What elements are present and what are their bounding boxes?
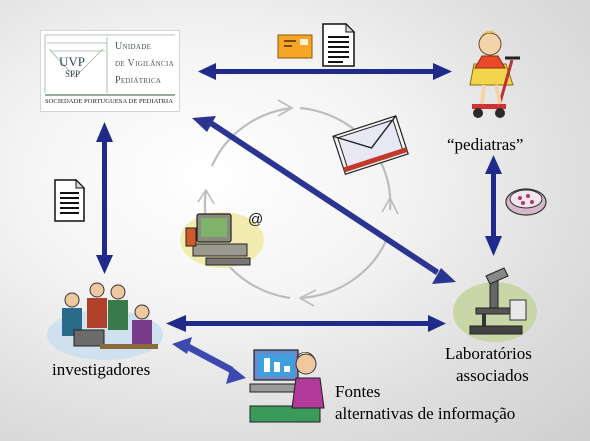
logo-sub-acronym: SPP [65,69,81,79]
envelope-icon [277,34,313,59]
computer-email-icon: @ [180,211,264,268]
arrow-logo-labs [192,116,456,284]
svg-text:@: @ [248,211,263,228]
arrow-logo-investigadores [96,122,113,274]
logo-society: SOCIEDADE PORTUGUESA DE PEDIATRIA [45,98,174,105]
label-laboratorios-line2: associados [456,366,529,385]
document-icon-left [54,178,86,222]
cycle-arrows [197,99,399,307]
logo-name-line3: Pediátrica [115,75,162,86]
microscope-icon [453,267,537,342]
arrow-pediatras-labs [485,155,502,256]
logo-name-line1: Unidade [115,41,152,52]
label-laboratorios-line1: Laboratórios [445,344,532,363]
logo-art [44,34,175,96]
label-fontes-line2: alternativas de informação [335,404,516,423]
uvp-logo: UVP SPP Unidade de Vigilância Pediátrica… [40,30,180,112]
arrow-logo-pediatras [198,63,452,80]
petri-dish-icon [505,188,547,216]
label-fontes-line1: Fontes [335,382,381,401]
child-scooter-icon [469,30,520,118]
woman-computer-icon [249,349,325,423]
document-icon [322,22,356,67]
arrow-investigadores-fontes [172,337,246,384]
label-pediatras: “pediatras” [447,135,524,154]
arrow-investigadores-labs [166,315,446,332]
logo-name-line2: de Vigilância [115,58,174,69]
letters-icon [332,115,409,176]
team-icon [47,282,163,360]
label-investigadores: investigadores [52,360,151,379]
logo-acronym: UVP [59,54,86,69]
